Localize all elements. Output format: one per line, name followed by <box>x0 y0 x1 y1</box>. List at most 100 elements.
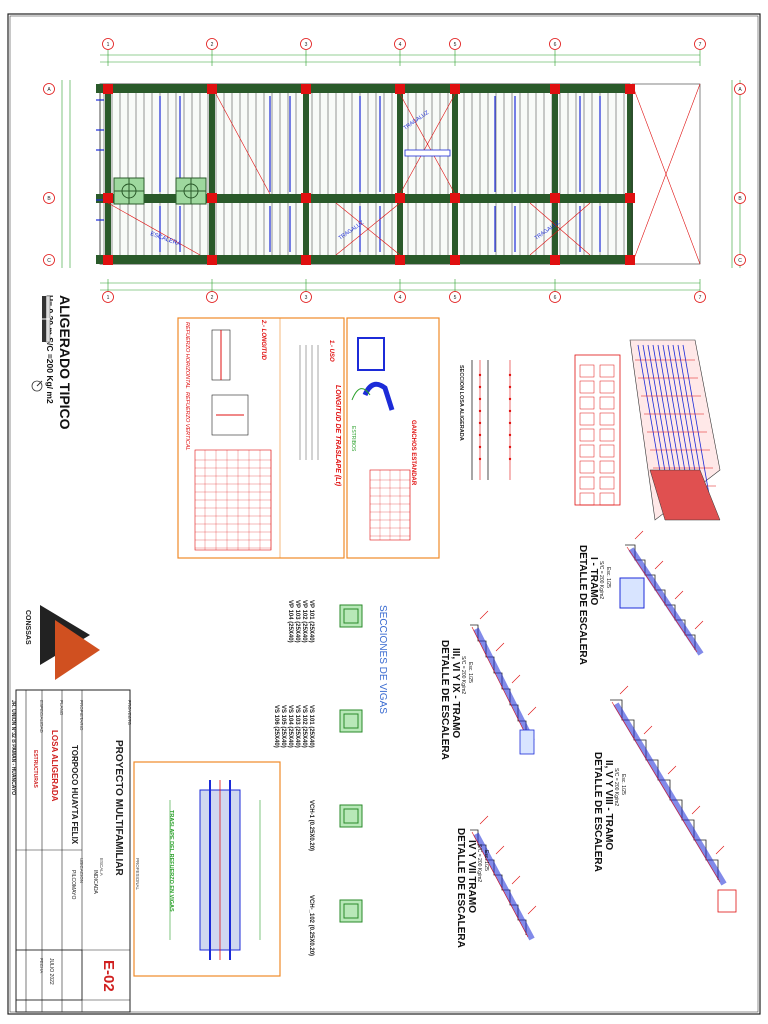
company-logo <box>19 599 100 681</box>
beam-section-label: VS 104 (25X40) <box>287 705 293 748</box>
svg-text:DETALLE DE ESCALERA: DETALLE DE ESCALERA <box>577 545 588 665</box>
axis-bubble <box>549 291 561 303</box>
axis-label: 2 <box>211 42 214 48</box>
column-marker <box>301 255 311 265</box>
beam-vertical <box>397 84 403 264</box>
column-marker <box>625 84 635 94</box>
scale-bar <box>31 295 51 392</box>
slab-section-title: SECCION LOSA ALIGERADA <box>458 365 464 441</box>
axis-bubble <box>43 192 55 204</box>
svg-text:PROYECTO: PROYECTO <box>127 700 132 726</box>
column-marker <box>301 84 311 94</box>
column-marker <box>550 193 560 203</box>
axis-bubble <box>43 83 55 95</box>
beam-section-label: VS 106 (25X40) <box>273 705 279 748</box>
date-value: JULIO 2022 <box>48 958 54 985</box>
svg-text:REFUERZO VERTICAL: REFUERZO VERTICAL <box>184 392 190 451</box>
stair-landing <box>619 577 645 609</box>
plan-title: ALIGERADO TIPICO H= 0.20 m S/C =200 Kg/ … <box>45 295 73 430</box>
column-marker <box>301 193 311 203</box>
svg-text:S/C = 200 Kg/m2: S/C = 200 Kg/m2 <box>598 561 604 599</box>
axis-bubble <box>206 291 218 303</box>
svg-text:S/C = 200 Kg/m2: S/C = 200 Kg/m2 <box>613 768 619 806</box>
column-marker <box>550 84 560 94</box>
svg-text:DETALLE DE ESCALERA: DETALLE DE ESCALERA <box>592 752 603 872</box>
svg-text:S/C = 200 Kg/m2: S/C = 200 Kg/m2 <box>460 656 466 694</box>
stair-flight <box>470 610 537 743</box>
axis-label: 7 <box>699 42 702 48</box>
isometric-slab-detail <box>629 339 721 521</box>
stair-detail-title: DETALLE DE ESCALERA III, VI Y IX - TRAMO… <box>439 640 473 760</box>
column-marker <box>103 84 113 94</box>
svg-text:ESCALA: ESCALA <box>99 858 104 876</box>
beam-vertical <box>105 84 111 264</box>
column-marker <box>625 255 635 265</box>
beam-section-label: VP 101 (25X40) <box>308 600 314 643</box>
owner-name: TORPOCO HUAYTA FELIX <box>70 745 79 845</box>
axis-bubble <box>206 38 218 50</box>
axis-label: 6 <box>554 42 557 48</box>
company-name: CONSSAS <box>24 610 31 645</box>
sheet-subtitle: H= 0.20 m S/C =200 Kg/ m2 <box>45 295 55 404</box>
svg-text:FECHA: FECHA <box>39 958 44 973</box>
sheet-title: ALIGERADO TIPICO <box>57 295 73 430</box>
axis-label: 2 <box>211 295 214 301</box>
axis-label: 4 <box>399 295 402 301</box>
column-marker <box>207 193 217 203</box>
beam-splice-detail: TRASLAPE DEL REFUERZO EN VIGAS <box>133 761 281 977</box>
column-marker <box>103 193 113 203</box>
stair-landing <box>717 889 737 913</box>
beam-section-label: VCH-_102 (0.25X0.20) <box>308 895 314 956</box>
axis-bubble <box>449 291 461 303</box>
axis-bubble <box>300 291 312 303</box>
stair-opening <box>113 177 207 205</box>
svg-text:II, V Y VIII - TRAMO: II, V Y VIII - TRAMO <box>603 760 614 850</box>
axis-label: C <box>738 258 742 264</box>
svg-text:1.- USO: 1.- USO <box>328 340 334 362</box>
svg-text:DETALLE DE ESCALERA: DETALLE DE ESCALERA <box>439 640 450 760</box>
column-marker <box>207 84 217 94</box>
axis-bubble <box>734 254 746 266</box>
beam-vertical <box>627 84 633 264</box>
axis-label: 3 <box>305 295 308 301</box>
beam-row-b <box>96 194 632 203</box>
beam-row-c <box>96 255 632 264</box>
svg-text:I - TRAMO: I - TRAMO <box>588 557 599 606</box>
stair-detail-title: DETALLE DE ESCALERA IV Y VII TRAMO S/C =… <box>455 828 489 948</box>
axis-bubble <box>549 38 561 50</box>
column-marker <box>625 193 635 203</box>
svg-text:Esc. 1/25: Esc. 1/25 <box>605 567 611 588</box>
column-marker <box>103 255 113 265</box>
column-marker <box>450 255 460 265</box>
beam-section-label: VP 104 (25X40) <box>287 600 293 643</box>
beam-section-label: VS 102 (25X40) <box>301 705 307 748</box>
plan-name: LOSA ALIGERADA <box>50 730 59 802</box>
stair-detail-title: DETALLE DE ESCALERA II, V Y VIII - TRAMO… <box>592 752 626 872</box>
svg-text:DETALLE DE ESCALERA: DETALLE DE ESCALERA <box>455 828 466 948</box>
column-marker <box>207 255 217 265</box>
column-marker <box>395 84 405 94</box>
svg-text:ESTRIBOS: ESTRIBOS <box>350 426 356 452</box>
axis-bubble <box>694 38 706 50</box>
beam-section <box>339 604 363 628</box>
axis-bubble <box>734 192 746 204</box>
column-marker <box>395 255 405 265</box>
beam-section-label: VP 103 (25X40) <box>294 600 300 643</box>
axis-bubble <box>394 38 406 50</box>
axis-label: 5 <box>454 295 457 301</box>
axis-bubble <box>300 38 312 50</box>
column-marker <box>395 193 405 203</box>
axis-label: B <box>738 196 742 202</box>
svg-text:S/C = 200 Kg/m2: S/C = 200 Kg/m2 <box>476 844 482 882</box>
beam-section-label: VCH-1 (0.25X0.20) <box>308 800 314 851</box>
lap-splice-title: LONGITUD DE TRASLAPE (Lt) <box>334 385 341 487</box>
title-block: CONSSAS JR. UNION N°32 B PAMAN - HUANCAY… <box>10 599 140 1013</box>
svg-text:ESPECIALIDAD: ESPECIALIDAD <box>39 700 44 734</box>
axis-label: A <box>47 87 51 93</box>
beam-sections-title: SECCIONES DE VIGAS <box>377 605 388 714</box>
stair-flight <box>470 815 537 941</box>
axis-label: 6 <box>554 295 557 301</box>
svg-text:PLANO: PLANO <box>59 700 64 716</box>
svg-text:REFUERZO HORIZONTAL: REFUERZO HORIZONTAL <box>184 322 190 389</box>
